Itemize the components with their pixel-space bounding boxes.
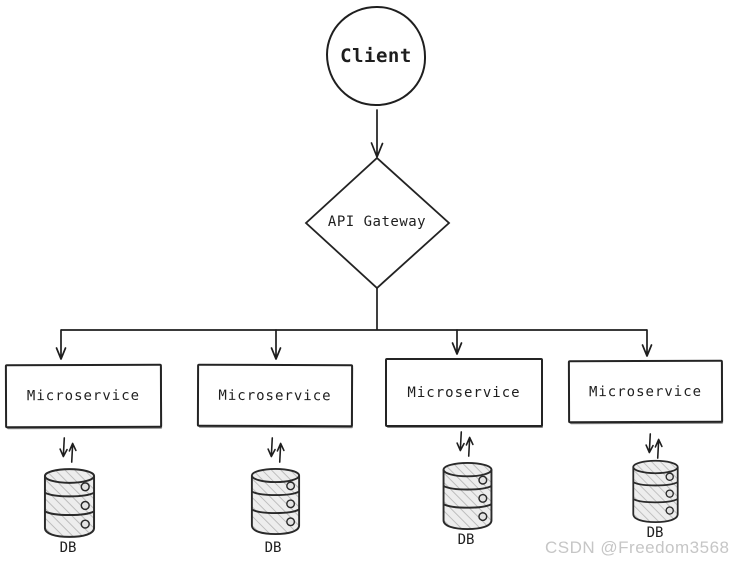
- database-icon: [250, 467, 301, 535]
- client-node: Client: [326, 6, 426, 106]
- client-node-label: Client: [340, 45, 412, 67]
- bidirectional-arrow-icon: [456, 431, 474, 457]
- microservice-node-label: Microservice: [26, 387, 141, 405]
- database-icon: [442, 461, 493, 530]
- branch-arrow-4: [641, 329, 653, 357]
- db-node-label-2: DB: [264, 540, 282, 556]
- bidirectional-arrow-icon: [59, 437, 77, 463]
- microservice-node-label: Microservice: [218, 387, 332, 404]
- microservice-node-1: Microservice: [4, 363, 163, 429]
- bidirectional-arrow-icon: [267, 437, 285, 463]
- db-node-label-4: DB: [646, 525, 664, 541]
- microservice-node-2: Microservice: [196, 363, 354, 428]
- api-gateway-node-label: API Gateway: [327, 214, 427, 230]
- branch-arrow-1: [55, 329, 67, 360]
- database-icon: [632, 459, 679, 523]
- microservice-node-4: Microservice: [567, 359, 724, 424]
- gateway-branch-connector: [61, 288, 647, 331]
- bidirectional-arrow-icon: [645, 433, 663, 459]
- db-node-label-3: DB: [457, 532, 475, 548]
- microservice-node-label: Microservice: [407, 384, 521, 401]
- client-to-gateway-arrow: [370, 109, 384, 158]
- db-node-label-1: DB: [59, 540, 77, 556]
- microservice-node-3: Microservice: [385, 358, 543, 427]
- branch-arrow-3: [451, 329, 463, 355]
- microservice-node-label: Microservice: [588, 383, 703, 400]
- watermark: CSDN @Freedom3568: [545, 538, 730, 557]
- database-icon: [43, 468, 96, 538]
- branch-arrow-2: [270, 329, 282, 360]
